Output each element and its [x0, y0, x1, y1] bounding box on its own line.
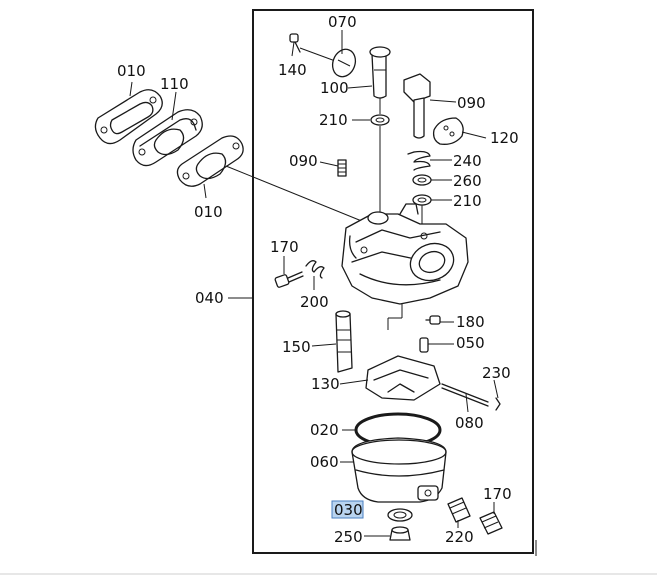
part-140-screw[interactable]	[289, 33, 301, 53]
alignment-line	[225, 165, 375, 227]
label-100[interactable]: 100	[320, 79, 349, 97]
leader-140-axis	[299, 47, 339, 63]
label-210-top[interactable]: 210	[319, 111, 348, 129]
assembly-frame	[252, 9, 534, 554]
gasket-110-insulator[interactable]	[132, 109, 203, 167]
part-030-washer[interactable]	[387, 508, 413, 522]
label-070[interactable]: 070	[328, 13, 357, 31]
part-220-drain-screw[interactable]	[447, 497, 471, 523]
label-170-lower[interactable]: 170	[483, 485, 512, 503]
label-140[interactable]: 140	[278, 61, 307, 79]
label-260[interactable]: 260	[453, 172, 482, 190]
part-070-throttle-plate[interactable]	[329, 46, 359, 80]
part-040-carburetor-body[interactable]	[341, 203, 469, 305]
label-110[interactable]: 110	[160, 75, 189, 93]
gasket-010-bottom[interactable]	[176, 135, 244, 187]
label-240[interactable]: 240	[453, 152, 482, 170]
part-050-jet[interactable]	[419, 337, 429, 353]
part-180-screw[interactable]	[425, 315, 441, 325]
label-170-upper[interactable]: 170	[270, 238, 299, 256]
label-210-bottom[interactable]: 210	[453, 192, 482, 210]
label-020[interactable]: 020	[310, 421, 339, 439]
label-010-top[interactable]: 010	[117, 62, 146, 80]
label-090-choke[interactable]: 090	[457, 94, 486, 112]
label-010-bottom[interactable]: 010	[194, 203, 223, 221]
part-250-bolt[interactable]	[389, 526, 411, 541]
part-200-spring[interactable]	[305, 260, 325, 279]
label-200[interactable]: 200	[300, 293, 329, 311]
part-130-float[interactable]	[365, 355, 441, 401]
part-240-spring[interactable]	[407, 150, 431, 171]
label-180[interactable]: 180	[456, 313, 485, 331]
part-100-throttle-shaft[interactable]	[369, 46, 391, 99]
gasket-010-top[interactable]	[94, 89, 163, 145]
leader-lines	[129, 30, 499, 537]
part-170-screw-upper[interactable]	[274, 271, 304, 288]
label-080[interactable]: 080	[455, 414, 484, 432]
selected-part-highlight	[331, 500, 364, 519]
part-210-seal-top[interactable]	[370, 114, 390, 126]
part-060-float-bowl[interactable]	[351, 437, 447, 503]
label-050[interactable]: 050	[456, 334, 485, 352]
part-090-idle-screw[interactable]	[337, 159, 347, 177]
part-260-washer[interactable]	[412, 174, 432, 186]
label-090-idle[interactable]: 090	[289, 152, 318, 170]
label-120[interactable]: 120	[490, 129, 519, 147]
label-150[interactable]: 150	[282, 338, 311, 356]
part-150-emulsion-tube[interactable]	[335, 310, 353, 373]
label-220[interactable]: 220	[445, 528, 474, 546]
label-060[interactable]: 060	[310, 453, 339, 471]
label-250[interactable]: 250	[334, 528, 363, 546]
part-080-float-pin[interactable]	[441, 383, 489, 407]
label-230[interactable]: 230	[482, 364, 511, 382]
part-090-choke-shaft[interactable]	[403, 73, 431, 139]
part-230-clip[interactable]	[495, 397, 501, 411]
label-130[interactable]: 130	[311, 375, 340, 393]
label-040[interactable]: 040	[195, 289, 224, 307]
label-030[interactable]: 030	[334, 501, 363, 519]
part-170-screw-lower[interactable]	[479, 511, 503, 535]
part-120-choke-plate[interactable]	[432, 117, 464, 145]
